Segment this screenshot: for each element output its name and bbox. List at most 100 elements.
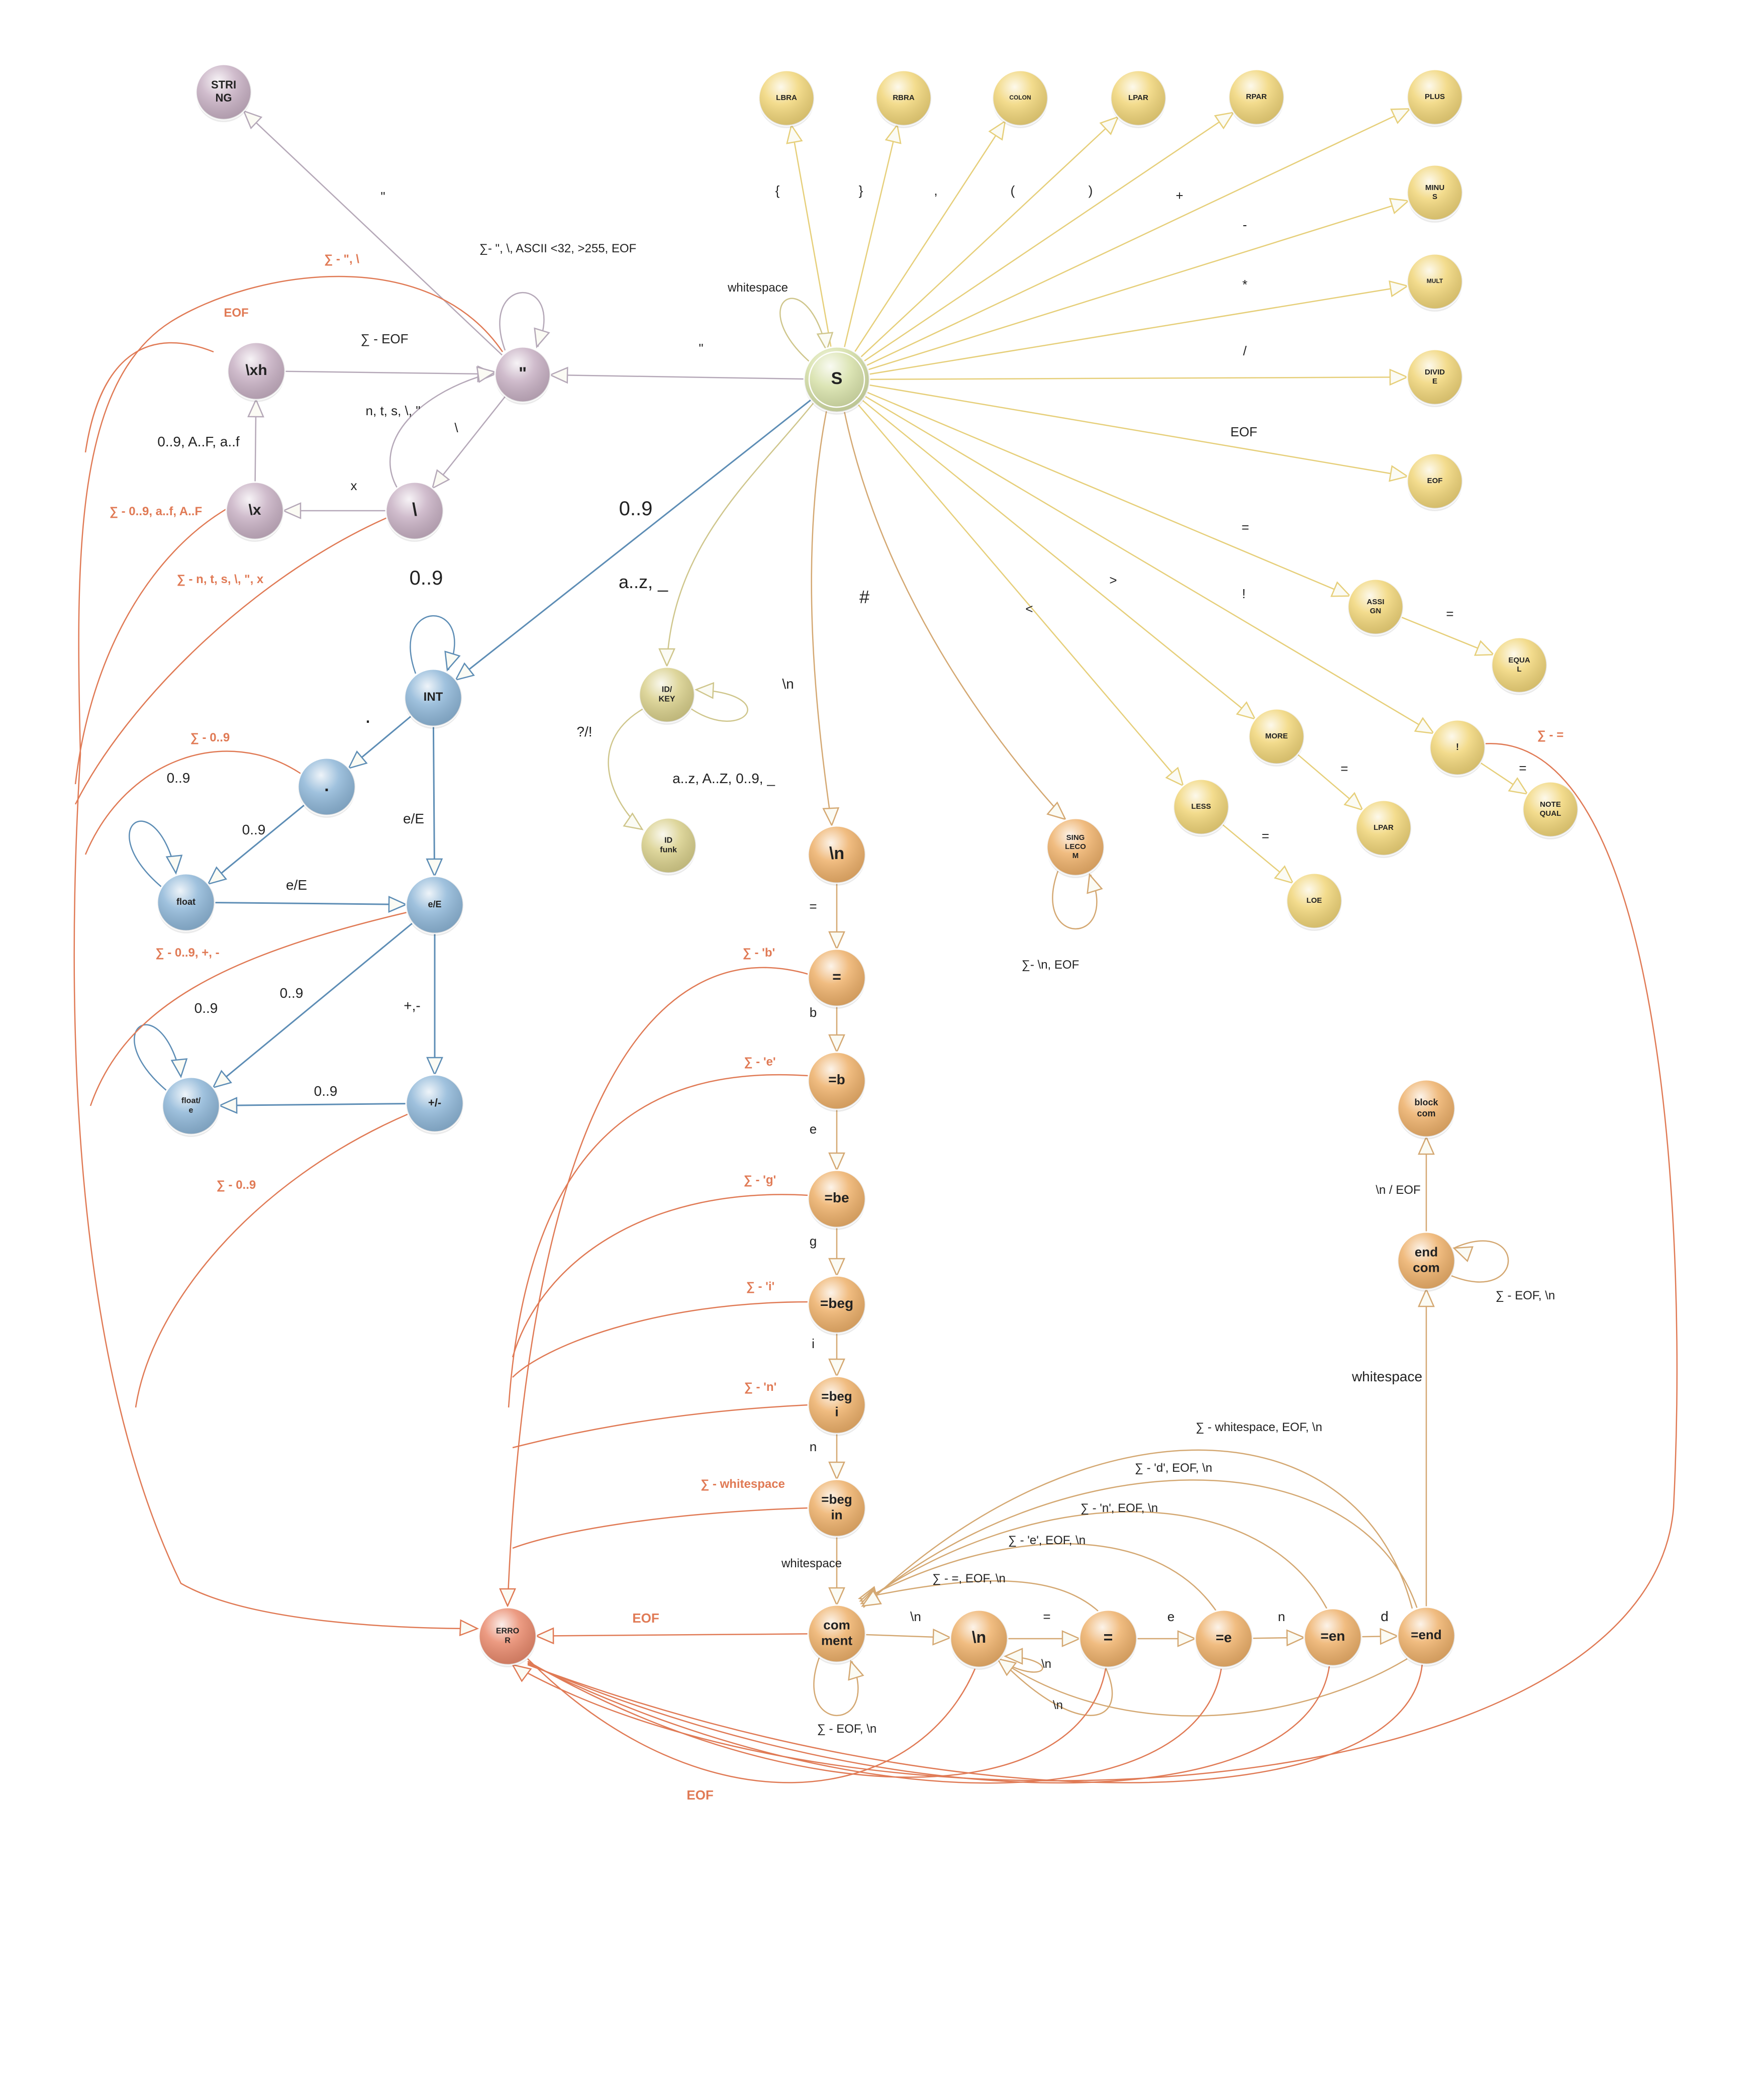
- edge-label: 0..9, A..F, a..f: [157, 434, 240, 449]
- edge-label: ∑ - 'n': [744, 1380, 777, 1394]
- edge: [869, 376, 1408, 380]
- edge: [843, 125, 898, 348]
- edge-label: \n: [782, 676, 794, 692]
- state-loe: LOE: [1286, 872, 1343, 931]
- edge: [527, 1658, 976, 1783]
- edge: [997, 1655, 1043, 1673]
- edge: [432, 396, 506, 489]
- state-c_eq: =: [1079, 1609, 1138, 1670]
- arrowhead: [1286, 1629, 1306, 1647]
- edge-label: 0..9: [410, 567, 443, 589]
- state-xh: \xh: [227, 341, 286, 402]
- edge-label: ): [1089, 183, 1093, 198]
- arrowhead: [828, 931, 845, 951]
- state-label: EOF: [1427, 477, 1443, 485]
- state-label: ": [519, 364, 527, 383]
- arrowhead: [1165, 767, 1185, 787]
- edge: [550, 374, 805, 380]
- edge-label: ∑- ", \, ASCII <32, >255, EOF: [479, 242, 636, 255]
- state-label: \: [412, 499, 417, 520]
- arrowhead: [1414, 717, 1435, 734]
- edge-label: EOF: [687, 1787, 713, 1803]
- edge-label: \: [454, 420, 458, 435]
- state-float_e: float/e: [161, 1076, 221, 1137]
- state-label: MULT: [1427, 277, 1443, 285]
- edge: [860, 116, 1119, 358]
- edge-label: a..z, A..Z, 0..9, _: [672, 771, 775, 786]
- state-label: \xh: [245, 362, 267, 379]
- arrowhead: [212, 1070, 232, 1089]
- edge-label: g: [810, 1234, 817, 1249]
- state-less: LESS: [1172, 778, 1230, 837]
- edge: [284, 370, 496, 375]
- arrowhead: [1390, 108, 1412, 124]
- edge: [868, 384, 1408, 478]
- edge-label: /: [1243, 343, 1247, 358]
- edge: [843, 411, 1066, 820]
- arrowhead: [1474, 640, 1495, 656]
- arrowhead: [1380, 1628, 1400, 1645]
- edge-label: ∑ - 0..9, a..f, A..F: [110, 505, 202, 518]
- edge-label: ,: [934, 183, 937, 198]
- edge-label: .: [365, 703, 371, 728]
- edge-label: a..z, _: [619, 572, 668, 592]
- state-bslash: \: [385, 481, 444, 542]
- edge-label: b: [810, 1005, 817, 1020]
- edge-label: =: [1519, 761, 1526, 776]
- edge: [512, 1507, 809, 1549]
- edge-label: 0..9: [242, 822, 266, 837]
- state-label: +/-: [428, 1096, 441, 1109]
- edge: [859, 1580, 1099, 1612]
- state-label: =be: [824, 1190, 849, 1205]
- state-label: MORE: [1265, 732, 1288, 740]
- state-int: INT: [404, 668, 463, 729]
- edge-label: =: [1261, 828, 1269, 843]
- arrowhead: [828, 1034, 845, 1054]
- arrowhead: [822, 807, 840, 827]
- edge-label: ∑ - 'g': [744, 1173, 776, 1187]
- edge: [508, 1074, 809, 1408]
- edge-label: ∑ - EOF, \n: [817, 1722, 876, 1736]
- state-label: PLUS: [1425, 92, 1445, 101]
- arrowhead: [431, 469, 450, 490]
- state-label: !: [1456, 742, 1459, 752]
- edge-label: ∑ - ", \: [324, 252, 359, 266]
- edge: [512, 1194, 809, 1358]
- edge: [84, 342, 214, 453]
- edge: [129, 820, 177, 888]
- edge-label: <: [1025, 601, 1033, 616]
- arrowhead: [347, 750, 368, 770]
- arrowhead: [988, 120, 1006, 141]
- edge-label: 0..9: [280, 985, 304, 1001]
- edge: [73, 753, 478, 1630]
- transition-edges: [73, 108, 1678, 1784]
- arrowhead: [1389, 198, 1410, 215]
- edge: [219, 1103, 407, 1106]
- edge-label: \n / EOF: [1376, 1183, 1420, 1197]
- state-label: =en: [1320, 1628, 1345, 1644]
- edge: [854, 121, 1006, 353]
- state-rbra: RBRA: [875, 69, 932, 128]
- edge-label: d: [1381, 1609, 1389, 1624]
- arrowhead: [1099, 116, 1120, 135]
- state-label: \n: [829, 844, 844, 863]
- state-eqbeg: =beg: [807, 1275, 866, 1336]
- state-lbra: LBRA: [758, 69, 815, 128]
- edge-label: =: [1043, 1609, 1050, 1624]
- state-rpar: RPAR: [1228, 68, 1285, 127]
- edge: [410, 615, 455, 674]
- edge-label: ∑- \n, EOF: [1022, 958, 1079, 972]
- edge: [74, 517, 387, 805]
- edge: [78, 275, 504, 754]
- state-eqbe: =be: [807, 1169, 866, 1230]
- edge-labels: "∑- ", \, ASCII <32, >255, EOF∑ - EOFn, …: [110, 183, 1563, 1803]
- edge-label: ∑ - 0..9, +, -: [155, 946, 219, 960]
- arrowhead: [1087, 873, 1103, 894]
